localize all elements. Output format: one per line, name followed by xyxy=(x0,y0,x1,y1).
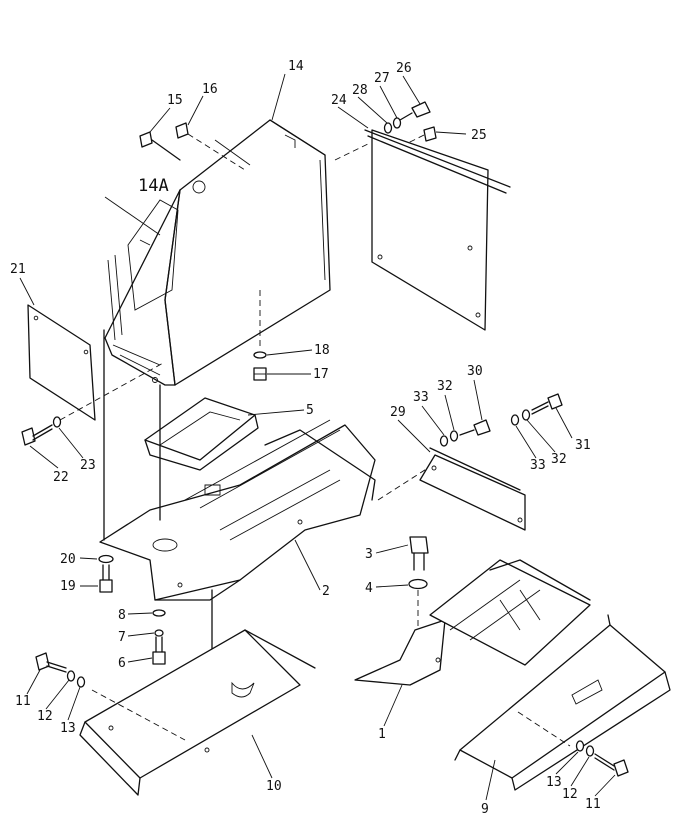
bolt-part-11b xyxy=(594,753,629,777)
bolt-part-22 xyxy=(21,424,53,446)
bolt-part-11a xyxy=(35,652,67,673)
frame-part-2 xyxy=(99,329,376,736)
cover-box-part-14 xyxy=(104,119,331,386)
callout-label-l21: 21 xyxy=(10,262,26,277)
callout-label-l28: 28 xyxy=(352,83,368,98)
callout-label-l1: 1 xyxy=(378,727,386,742)
callout-label-l19: 19 xyxy=(60,579,76,594)
callout-label-l24: 24 xyxy=(331,93,347,108)
callout-label-l14a: 14A xyxy=(138,176,169,196)
washer-part-33b xyxy=(510,414,520,426)
cover-part-10 xyxy=(79,629,316,796)
callout-label-l12b: 12 xyxy=(562,787,578,802)
callout-label-l6: 6 xyxy=(118,656,126,671)
callout-label-l23: 23 xyxy=(80,458,96,473)
plate-part-21 xyxy=(27,304,96,421)
nut-part-25 xyxy=(407,126,437,144)
bolt-part-26 xyxy=(399,101,431,121)
washer-part-20 xyxy=(98,554,114,564)
callout-label-l29: 29 xyxy=(390,405,406,420)
callout-label-l4: 4 xyxy=(365,581,373,596)
washer-part-13a xyxy=(76,676,86,688)
plate-part-29 xyxy=(377,447,526,531)
plug-part-17 xyxy=(253,367,267,381)
callout-label-l20: 20 xyxy=(60,552,76,567)
side-panel-right xyxy=(334,129,511,331)
callout-label-l12a: 12 xyxy=(37,709,53,724)
callout-label-l2: 2 xyxy=(322,584,330,599)
bolt-part-3 xyxy=(409,536,429,571)
washer-part-23 xyxy=(52,416,62,428)
callout-label-l33a: 33 xyxy=(413,390,429,405)
washer-part-32b xyxy=(521,409,531,421)
callout-label-l15: 15 xyxy=(167,93,183,108)
callout-label-l14: 14 xyxy=(288,59,304,74)
callout-label-l13a: 13 xyxy=(60,721,76,736)
callout-label-l33b: 33 xyxy=(530,458,546,473)
callout-label-l32b: 32 xyxy=(551,452,567,467)
washer-part-12a xyxy=(66,670,76,682)
callout-label-l13b: 13 xyxy=(546,775,562,790)
washer-part-8 xyxy=(152,609,166,617)
callout-label-l11a: 11 xyxy=(15,694,31,709)
cover-part-9 xyxy=(454,614,671,791)
callout-label-l8: 8 xyxy=(118,608,126,623)
callout-label-l9: 9 xyxy=(481,802,489,815)
washer-part-27 xyxy=(392,117,402,129)
seal-part-18 xyxy=(253,351,267,359)
cap-part-16 xyxy=(175,122,246,171)
callout-label-l25: 25 xyxy=(471,128,487,143)
callout-label-l32a: 32 xyxy=(437,379,453,394)
callout-label-l18: 18 xyxy=(314,343,330,358)
callout-label-l3: 3 xyxy=(365,547,373,562)
callout-label-l10: 10 xyxy=(266,779,282,794)
bolt-part-6 xyxy=(152,636,166,665)
bolt-part-15 xyxy=(139,131,181,161)
bolt-part-30 xyxy=(459,419,491,436)
callout-label-l31: 31 xyxy=(575,438,591,453)
washer-part-12b xyxy=(585,745,595,757)
washer-part-32 xyxy=(449,430,459,442)
washer-part-7 xyxy=(154,629,164,637)
washer-part-13b xyxy=(575,740,585,752)
washer-part-28 xyxy=(383,122,393,134)
bolt-part-31 xyxy=(531,393,563,415)
callout-label-l27: 27 xyxy=(374,71,390,86)
callout-label-l11b: 11 xyxy=(585,797,601,812)
tray-part-5 xyxy=(144,397,259,471)
leader-lines xyxy=(19,73,616,801)
callout-label-l16: 16 xyxy=(202,82,218,97)
callout-label-l26: 26 xyxy=(396,61,412,76)
washer-part-33 xyxy=(439,435,449,447)
callout-label-l17: 17 xyxy=(313,367,329,382)
washer-part-4 xyxy=(408,578,428,590)
bolt-part-19 xyxy=(99,564,113,593)
callout-label-l22: 22 xyxy=(53,470,69,485)
callout-label-l7: 7 xyxy=(118,630,126,645)
callout-label-l5: 5 xyxy=(306,403,314,418)
callout-label-l30: 30 xyxy=(467,364,483,379)
bracket-part-1 xyxy=(354,559,591,686)
